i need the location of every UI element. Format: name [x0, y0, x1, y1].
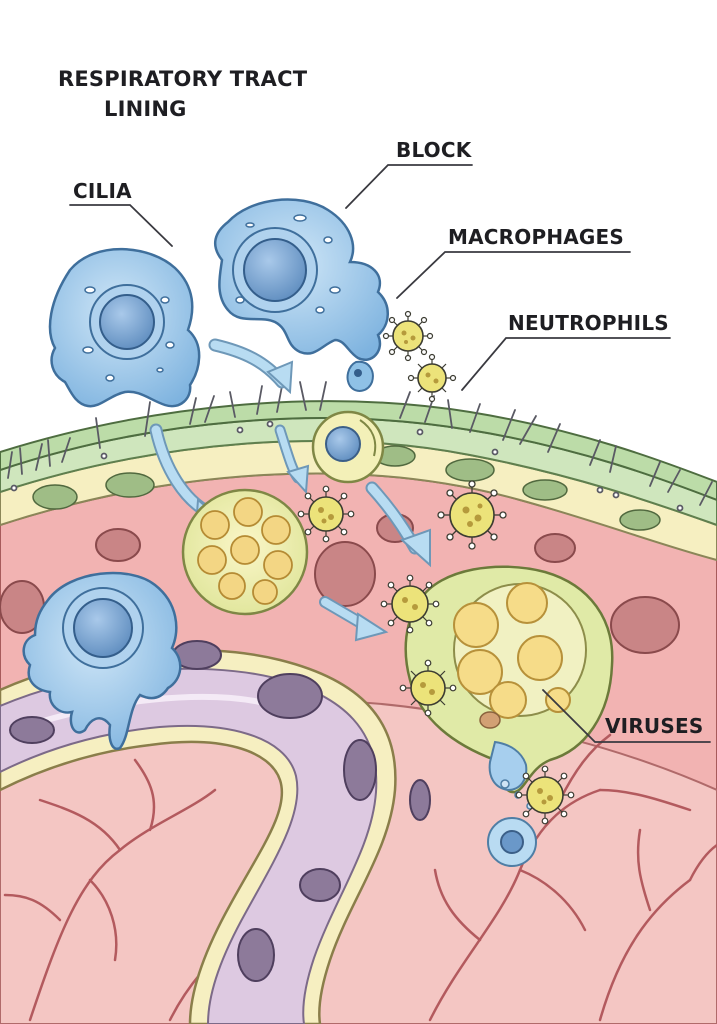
arrow-1	[215, 345, 292, 392]
cilia-label: CILIA	[73, 181, 132, 201]
title-line-2: LINING	[58, 94, 318, 124]
viruses-label: VIRUSES	[605, 716, 703, 736]
neutrophils-leader	[462, 338, 670, 390]
neutrophils-label: NEUTROPHILS	[508, 313, 669, 333]
macrophages-leader	[397, 252, 630, 298]
virus	[384, 312, 433, 361]
virus	[298, 486, 354, 542]
migrating-cell	[313, 412, 383, 482]
virus	[381, 575, 439, 633]
block-leader	[346, 165, 472, 208]
virus	[409, 355, 456, 402]
diagram-title: RESPIRATORY TRACT LINING	[58, 64, 318, 124]
macrophage-cell-top-left	[50, 249, 199, 406]
virus	[438, 481, 506, 549]
macrophages-label: MACROPHAGES	[448, 227, 624, 247]
cilia-leader	[70, 205, 172, 246]
virus	[516, 766, 574, 824]
title-line-1: RESPIRATORY TRACT	[58, 64, 318, 94]
neutrophil-with-granules	[183, 490, 307, 614]
macrophage-cell-top-center	[215, 200, 388, 391]
block-label: BLOCK	[396, 140, 471, 160]
